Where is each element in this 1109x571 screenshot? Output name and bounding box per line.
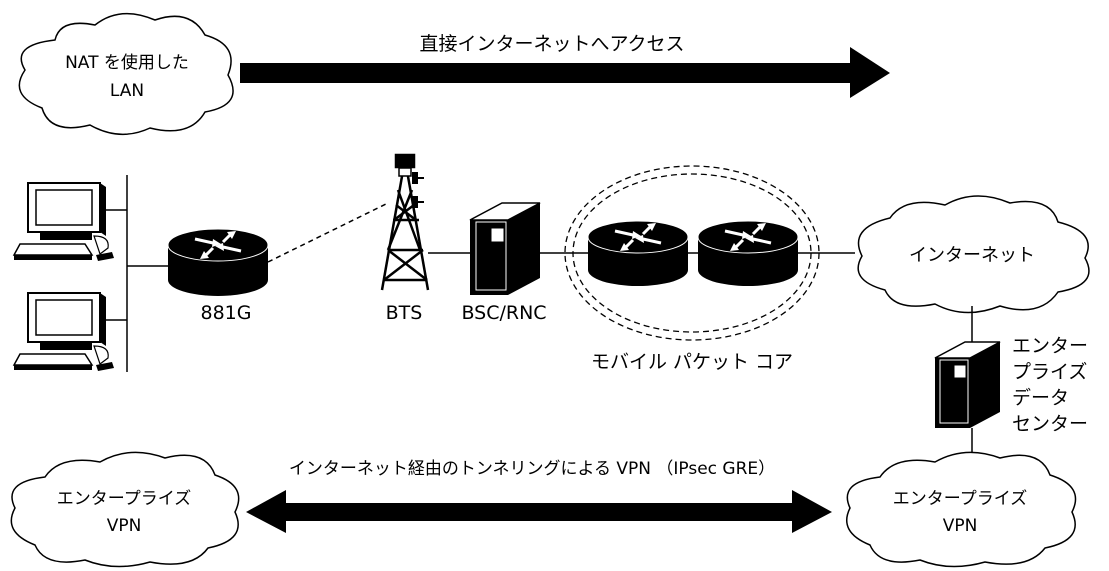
mobile-packet-core: モバイル パケット コア [564,165,820,373]
direct-internet-arrow: 直接インターネットへアクセス [240,33,890,98]
vpn-right-cloud-shape [846,451,1077,568]
nat-lan-cloud-shape [18,12,234,136]
router-label: 881G [201,302,252,324]
packet-core-label: モバイル パケット コア [591,351,793,373]
vpn-left-label-line2: VPN [107,516,142,536]
bts-tower-icon [380,153,430,291]
bsc-rnc-label: BSC/RNC [461,302,546,324]
core-router-2-icon [697,220,799,286]
direct-internet-label: 直接インターネットへアクセス [419,33,684,55]
internet-label: インターネット [909,245,1035,266]
data-center-label-line3: データ [1012,387,1069,409]
lan-bus [100,175,168,372]
vpn-tunnel-label: インターネット経由のトンネリングによる VPN （IPsec GRE） [289,459,775,479]
core-router-1-icon [587,220,689,286]
data-center-label-line2: プライズ [1012,361,1087,383]
vpn-left-label-line1: エンタープライズ [57,489,191,509]
vpn-tunnel-arrow-shape [246,490,832,533]
nat-lan-label-line1: NAT を使用した [65,52,189,73]
bsc-rnc-server-icon [469,202,541,295]
vpn-right-cloud: エンタープライズ VPN [846,451,1077,568]
data-center-label-line1: エンター [1012,335,1088,357]
vpn-right-label-line1: エンタープライズ [893,489,1027,509]
internet-cloud-shape [857,195,1090,314]
data-center-server-icon [934,341,1001,428]
direct-internet-arrow-shape [240,47,890,98]
workstation-2-icon [12,292,114,371]
vpn-right-label-line2: VPN [943,516,978,536]
nat-lan-label-line2: LAN [110,81,144,101]
wireless-link [267,202,389,263]
router-881g-icon [167,228,269,296]
bts-label: BTS [386,302,423,324]
vpn-tunnel-arrow: インターネット経由のトンネリングによる VPN （IPsec GRE） [246,459,832,533]
vpn-left-cloud: エンタープライズ VPN [10,451,240,568]
nat-lan-cloud: NAT を使用した LAN [18,12,234,136]
workstation-1-icon [12,182,114,261]
internet-cloud: インターネット [857,195,1090,314]
data-center-label-line4: センター [1012,413,1088,435]
vpn-left-cloud-shape [10,451,240,568]
